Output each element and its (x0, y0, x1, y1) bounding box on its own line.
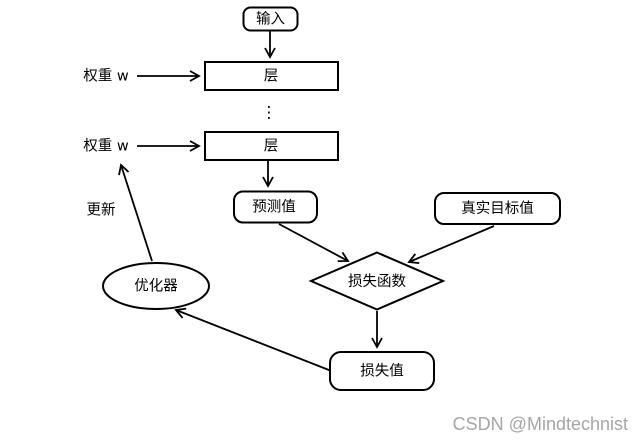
csdn-watermark: CSDN @Mindtechnist (453, 414, 628, 434)
layer-bottom-label: 层 (264, 139, 279, 155)
update-edge-label: 更新 (87, 202, 116, 219)
edge-loss-value-to-optimizer (174, 307, 335, 373)
node-layer-top: 层 (204, 61, 339, 91)
node-input: 输入 (242, 6, 299, 32)
true-target-box (434, 192, 561, 225)
edge-predicted-value-to-loss-function (278, 223, 350, 263)
loss-function-label: 损失函数 (348, 273, 406, 290)
weight-top-label: 权重 w (83, 68, 129, 85)
layer-top-box (204, 61, 339, 91)
node-layer-bottom: 层 (204, 131, 339, 161)
edge-optimizer-to-weight-update (118, 163, 153, 262)
loss-value-label: 损失值 (360, 363, 404, 380)
vertical-ellipsis: ⋮ (261, 103, 277, 122)
node-loss-function: 损失函数 (308, 251, 446, 311)
optimizer-label: 优化器 (134, 278, 178, 295)
layer-bottom-box (204, 131, 339, 161)
node-optimizer: 优化器 (102, 262, 210, 310)
weight-bottom-label: 权重 w (83, 138, 129, 155)
predicted-value-label: 预测值 (252, 199, 296, 216)
loss-function-diamond (308, 251, 446, 311)
optimizer-ellipse (102, 262, 210, 310)
node-loss-value: 损失值 (329, 351, 435, 391)
loss-value-box (329, 351, 435, 391)
node-true-target: 真实目标值 (434, 192, 561, 225)
input-label: 输入 (256, 11, 285, 28)
input-box (242, 6, 299, 32)
layer-top-label: 层 (264, 69, 279, 85)
edge-true-target-to-loss-function (407, 225, 495, 264)
edges (118, 31, 495, 373)
true-target-label: 真实目标值 (461, 199, 534, 217)
node-predicted-value: 预测值 (233, 190, 318, 224)
predicted-value-box (233, 190, 318, 224)
